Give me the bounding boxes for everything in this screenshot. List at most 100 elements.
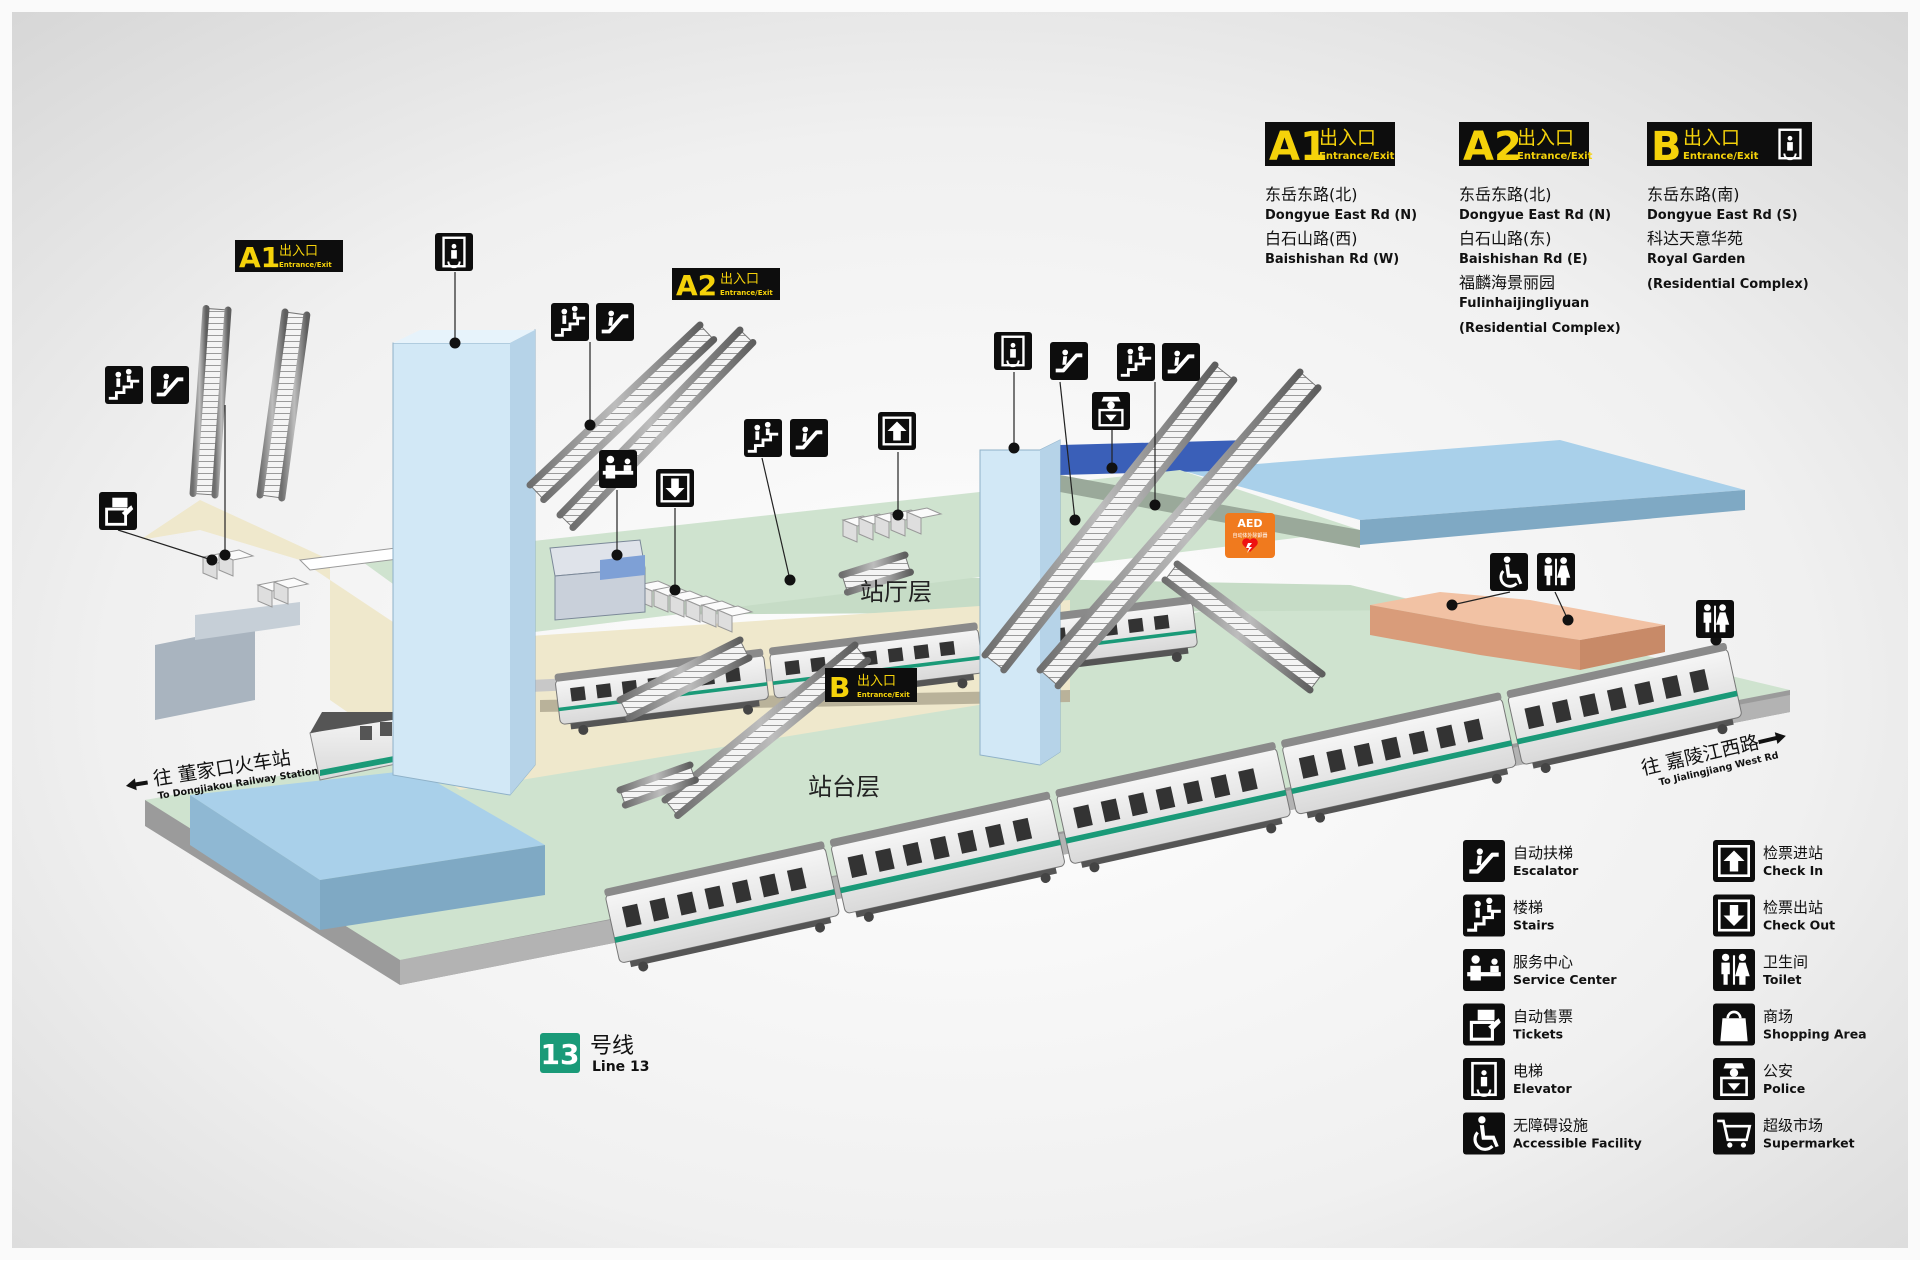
legend-cn: 检票出站 <box>1763 899 1823 917</box>
pin-dot <box>584 419 596 431</box>
line-badge: 13 号线 Line 13 <box>540 1033 650 1075</box>
police-icon <box>1092 392 1130 430</box>
exit-destination: Dongyue East Rd (N) <box>1459 208 1611 223</box>
aed-sign[interactable]: AED 自动体外除颤器 <box>1225 513 1275 558</box>
exit-en: Entrance/Exit <box>1319 151 1395 162</box>
exit-destination: 科达天意华苑 <box>1647 229 1743 248</box>
toilet-block <box>1370 592 1665 670</box>
legend-en: Escalator <box>1513 863 1579 878</box>
tag-cn: 出入口 <box>857 674 896 689</box>
pin-dot <box>669 584 681 596</box>
line-cn: 号线 <box>590 1034 634 1059</box>
aed-sub: 自动体外除颤器 <box>1232 532 1267 539</box>
line-number: 13 <box>541 1038 580 1071</box>
exit-destination: Fulinhaijingliyuan <box>1459 296 1589 311</box>
escalator-icon <box>1463 840 1505 882</box>
escalator <box>1036 368 1322 690</box>
pin-dot <box>1562 614 1574 626</box>
legend-en: Service Center <box>1513 972 1617 987</box>
tag-cn: 出入口 <box>720 272 759 287</box>
legend-en: Accessible Facility <box>1513 1136 1642 1151</box>
pin-dot <box>892 509 904 521</box>
map-exit-tag-b[interactable]: B 出入口 Entrance/Exit <box>825 668 917 704</box>
escalator-icon <box>151 366 189 404</box>
exit-destination: (Residential Complex) <box>1647 277 1809 292</box>
stairs-icon <box>1463 894 1505 937</box>
legend-cn: 自动售票 <box>1513 1008 1573 1026</box>
escalator <box>838 551 914 596</box>
map-exit-tag-a2[interactable]: A2 出入口 Entrance/Exit <box>672 268 780 302</box>
ticket-gate <box>272 577 310 605</box>
stairs-icon <box>744 419 782 457</box>
arrow-right-icon <box>1758 732 1786 745</box>
legend-cn: 电梯 <box>1513 1062 1543 1080</box>
platform-floor <box>145 585 1790 960</box>
left-structure-block <box>190 770 545 930</box>
exit-code: B <box>1651 124 1682 170</box>
elevator-icon <box>994 332 1032 370</box>
exit-cn: 出入口 <box>1683 127 1740 149</box>
pin-leader <box>1451 591 1511 606</box>
tag-code: A1 <box>239 241 280 274</box>
tag-en: Entrance/Exit <box>857 691 910 699</box>
legend-en: Toilet <box>1763 972 1802 987</box>
exit-code: A1 <box>1269 124 1328 170</box>
train-car <box>829 791 1065 922</box>
pin-leader <box>761 457 791 581</box>
tag-cn: 出入口 <box>279 244 318 259</box>
legend-cn: 商场 <box>1763 1008 1793 1026</box>
toilet-icon <box>1537 553 1575 591</box>
ticket-gate <box>905 507 943 535</box>
legend-cn: 楼梯 <box>1513 899 1543 917</box>
legend-cn: 无障碍设施 <box>1513 1117 1588 1135</box>
exit-cn: 出入口 <box>1319 127 1376 149</box>
service-center-icon <box>1463 949 1505 991</box>
map-exit-tag-a1[interactable]: A1 出入口 Entrance/Exit <box>235 240 343 274</box>
stairs-icon <box>1117 343 1155 381</box>
stairs-icon <box>105 366 143 404</box>
escalator <box>526 321 718 504</box>
escalator-icon <box>1050 342 1088 380</box>
check-out-icon <box>656 469 694 507</box>
pin-dot <box>784 574 796 586</box>
tag-code: B <box>829 671 850 704</box>
pin-dot <box>1069 514 1081 526</box>
exit-cn: 出入口 <box>1517 127 1574 149</box>
pin-dot <box>449 337 461 349</box>
pin-dot <box>1149 499 1161 511</box>
map-icons <box>99 233 1734 638</box>
train-left-end <box>309 711 416 781</box>
check-out-icon <box>1713 894 1755 937</box>
service-center-icon <box>599 450 637 488</box>
escalators <box>189 304 1326 819</box>
platform-label: 站台层 <box>808 773 880 801</box>
concourse-label: 站厅层 <box>860 578 932 606</box>
pin-dot <box>611 549 623 561</box>
legend-en: Check Out <box>1763 918 1835 933</box>
exit-destination: 福麟海景丽园 <box>1459 273 1555 292</box>
stairs-icon <box>551 303 589 341</box>
elevator-icon <box>435 233 473 271</box>
exit-destination: Dongyue East Rd (N) <box>1265 208 1417 223</box>
tickets-icon <box>99 492 137 530</box>
train-car <box>1281 692 1517 823</box>
check-in-icon <box>878 412 916 450</box>
legend-cn: 检票进站 <box>1763 844 1823 862</box>
ticket-gate <box>716 605 754 633</box>
tickets-icon <box>1463 1003 1505 1046</box>
arrow-left-icon <box>125 778 148 791</box>
pin-dot <box>1106 462 1118 474</box>
